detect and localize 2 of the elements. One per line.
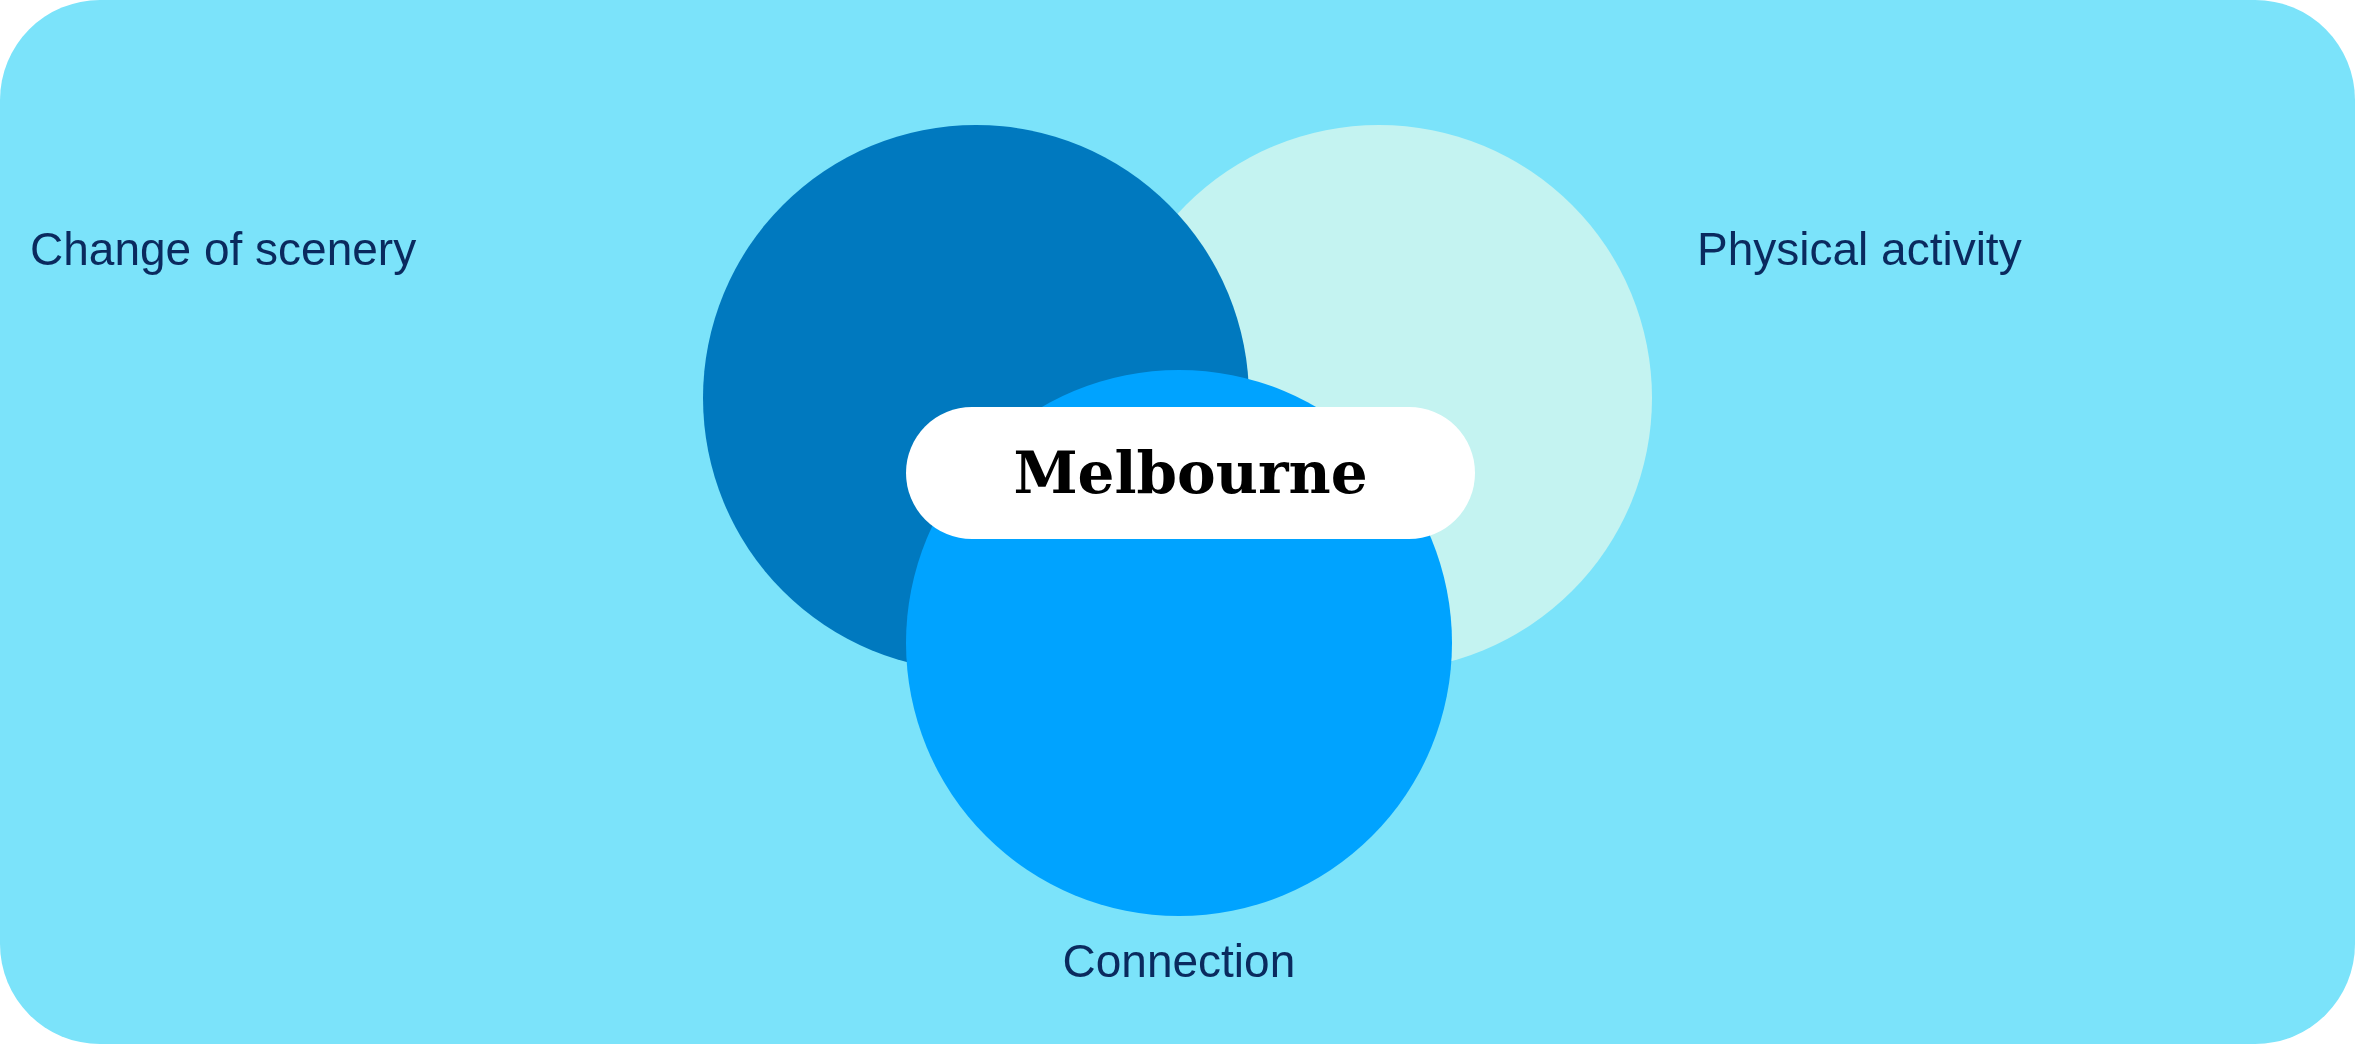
circle-label: Connection — [1062, 938, 1296, 984]
pill-text: Melbourne — [1013, 444, 1368, 502]
